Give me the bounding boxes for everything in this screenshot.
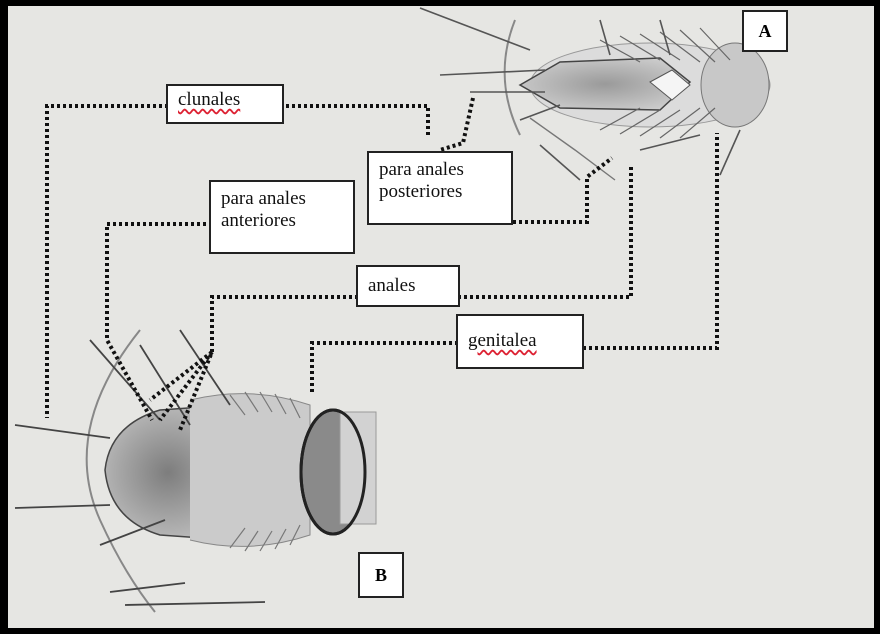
label-anales: anales <box>356 265 460 307</box>
specimen-tag-b: B <box>358 552 404 598</box>
label-clunales-text: clunales <box>178 89 240 110</box>
label-genitalea-text: genitalea <box>468 330 537 351</box>
label-para-anales-posteriores-line2: posteriores <box>379 181 501 203</box>
label-para-anales-posteriores: para anales posteriores <box>367 151 513 225</box>
label-genitalea: genitalea <box>456 314 584 369</box>
label-para-anales-posteriores-line1: para anales <box>379 159 501 181</box>
label-para-anales-anteriores-line1: para anales <box>221 188 343 210</box>
specimen-tag-a: A <box>742 10 788 52</box>
label-para-anales-anteriores: para anales anteriores <box>209 180 355 254</box>
label-clunales: clunales <box>166 84 284 124</box>
label-para-anales-anteriores-line2: anteriores <box>221 210 343 232</box>
label-anales-text: anales <box>368 275 415 296</box>
